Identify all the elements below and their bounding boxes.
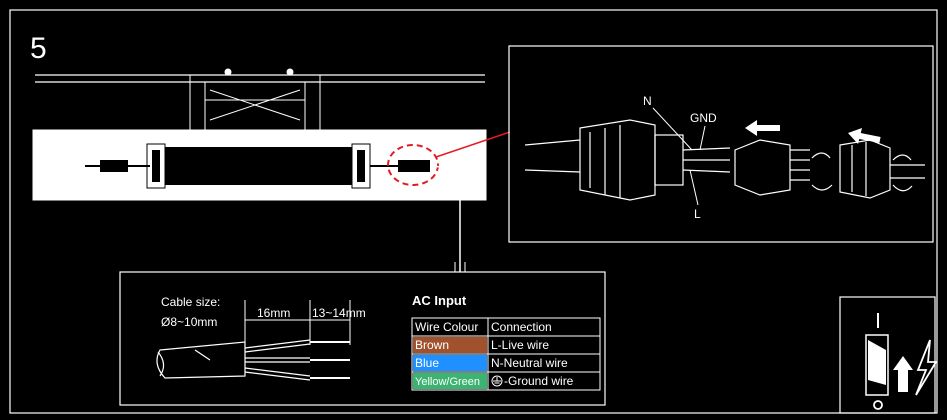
lightning-icon bbox=[915, 339, 938, 396]
connector-highlight bbox=[387, 144, 439, 186]
colour-brown: Brown bbox=[415, 338, 449, 352]
luminaire-body bbox=[32, 129, 487, 201]
outer-frame bbox=[9, 9, 938, 414]
label-l: L bbox=[694, 207, 701, 221]
ground-icon bbox=[491, 375, 503, 387]
connector-exploded-view bbox=[524, 119, 925, 201]
supply-cable bbox=[429, 165, 461, 272]
label-n: N bbox=[643, 94, 652, 108]
strip-length-outer: 16mm bbox=[257, 306, 290, 320]
callout-line bbox=[435, 131, 511, 158]
swatch-brown bbox=[413, 337, 487, 353]
power-switch-box bbox=[839, 296, 936, 414]
connection-live: L-Live wire bbox=[491, 338, 549, 352]
driver-unit bbox=[150, 147, 370, 185]
step-number: 5 bbox=[30, 32, 47, 65]
colour-yellow-green: Yellow/Green bbox=[415, 376, 480, 388]
switch-on-arrow-icon bbox=[893, 356, 913, 392]
cable-size-value: Ø8~10mm bbox=[161, 315, 217, 329]
header-wire-colour: Wire Colour bbox=[415, 320, 478, 334]
cable-connector-small bbox=[398, 160, 430, 172]
connection-neutral: N-Neutral wire bbox=[491, 356, 568, 370]
connection-ground: -Ground wire bbox=[504, 374, 574, 388]
swatch-yellow-green bbox=[413, 373, 487, 389]
label-gnd: GND bbox=[690, 111, 717, 125]
ac-input-title: AC Input bbox=[412, 293, 467, 308]
swatch-blue bbox=[413, 355, 487, 371]
mounting-bracket bbox=[189, 68, 321, 131]
power-switch-icon bbox=[865, 313, 889, 410]
colour-blue: Blue bbox=[415, 356, 439, 370]
header-connection: Connection bbox=[491, 320, 552, 334]
cable-detail-box bbox=[119, 271, 606, 406]
cable-size-label: Cable size: bbox=[161, 295, 220, 309]
stripped-cable-drawing bbox=[156, 339, 350, 381]
ac-input-table: Wire Colour Connection Brown L-Live wire… bbox=[411, 317, 601, 391]
strip-length-inner: 13~14mm bbox=[312, 306, 366, 320]
connector-detail-box bbox=[508, 45, 934, 243]
